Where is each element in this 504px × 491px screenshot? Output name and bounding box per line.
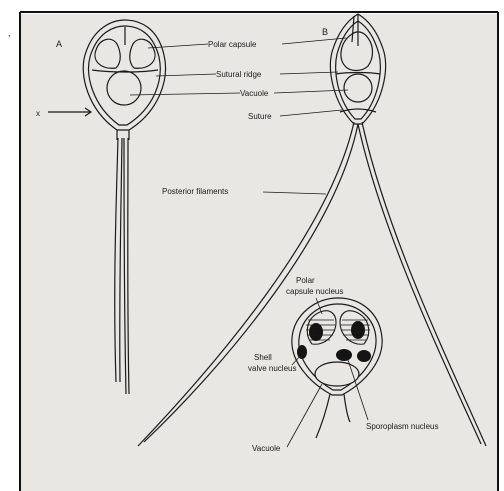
panel-label-a: A [56, 39, 62, 49]
polar-capsule-nucleus-right [351, 321, 365, 339]
label-shell-valve-nucleus-line2: valve nucleus [248, 364, 296, 373]
label-shell-valve-nucleus-line1: Shell [254, 353, 272, 362]
label-vacuole-c: Vacuole [252, 444, 281, 453]
label-sporoplasm-nucleus: Sporoplasm nucleus [366, 422, 438, 431]
x-label: x [36, 109, 40, 118]
sporoplasm-nucleus-left [336, 349, 352, 361]
panel-label-b: B [322, 27, 328, 37]
sporoplasm-nucleus-right [357, 350, 371, 362]
label-polar-capsule-nucleus-line1: Polar [296, 276, 315, 285]
label-polar-capsule-nucleus-line2: capsule nucleus [286, 287, 343, 296]
label-vacuole: Vacuole [240, 89, 269, 98]
label-sutural-ridge: Sutural ridge [216, 70, 262, 79]
panel-label-c: C [312, 329, 318, 338]
paper-area [20, 14, 498, 491]
label-posterior-filaments: Posterior filaments [162, 187, 228, 196]
shell-valve-nucleus [297, 345, 307, 359]
corner-mark: , [8, 28, 11, 38]
label-suture: Suture [248, 112, 272, 121]
label-polar-capsule: Polar capsule [208, 40, 257, 49]
